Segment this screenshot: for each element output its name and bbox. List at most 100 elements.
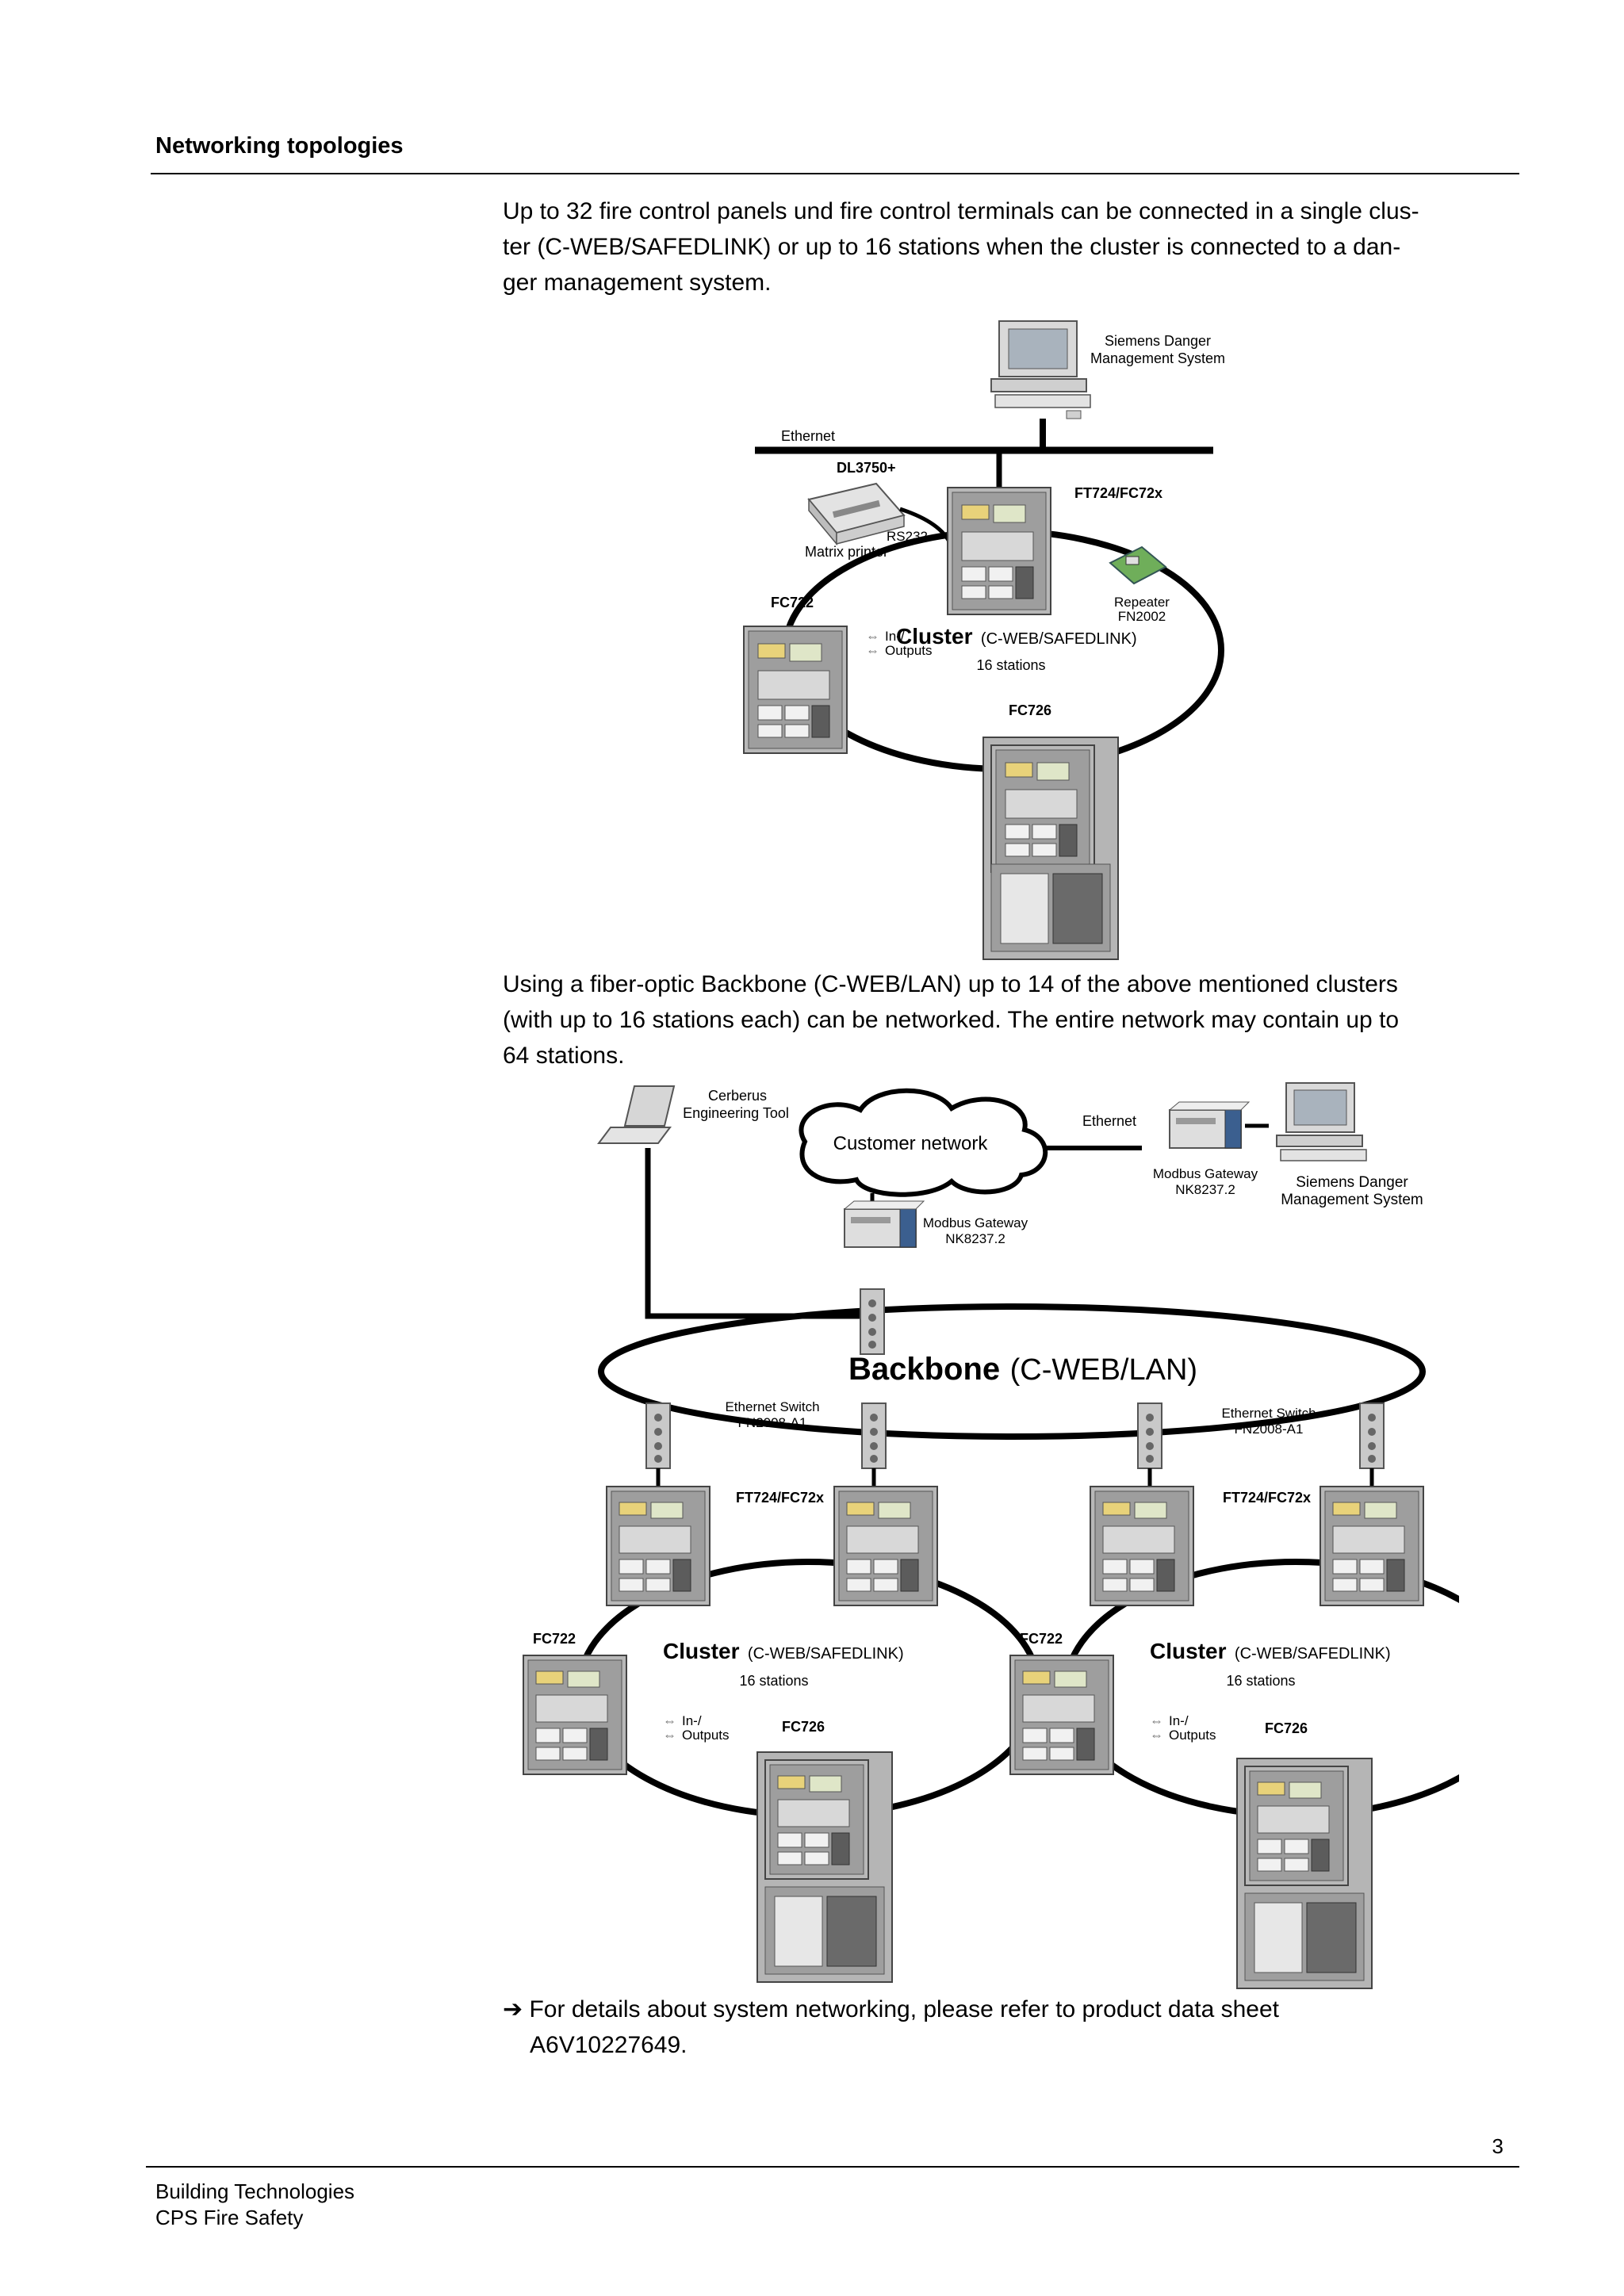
datasheet-reference: A6V10227649. — [530, 2032, 688, 2058]
ft724-panel — [606, 1486, 710, 1606]
io-label: Outputs — [1169, 1728, 1216, 1743]
io-label: Outputs — [885, 643, 933, 658]
io-arrows-icon: ⇔ — [1150, 1713, 1163, 1728]
footer: Building Technologies CPS Fire Safety — [155, 2179, 354, 2231]
ethernet-label: Ethernet — [1082, 1113, 1136, 1129]
footer-line: CPS Fire Safety — [155, 2206, 304, 2229]
cluster-sub: (C-WEB/SAFEDLINK) — [1235, 1645, 1391, 1663]
backbone-ring — [598, 1303, 1426, 1440]
cluster-bold: Cluster — [896, 624, 973, 649]
dms-label: Siemens Danger — [1296, 1174, 1408, 1191]
switch-label: Ethernet Switch — [725, 1399, 819, 1414]
ft724-panel — [947, 487, 1051, 615]
heading-rule — [151, 173, 1519, 174]
ethernet-label: Ethernet — [781, 428, 835, 444]
fc722-label: FC722 — [533, 1631, 576, 1647]
gateway-label: Modbus Gateway — [1153, 1166, 1258, 1181]
repeater-model-label: FN2002 — [1118, 609, 1166, 624]
repeater-label: Repeater — [1114, 595, 1170, 610]
io-arrows-icon: ⇔ — [866, 629, 879, 644]
printer-icon — [807, 482, 906, 546]
intro-line: ter (C-WEB/SAFEDLINK) or up to 16 statio… — [503, 234, 1401, 260]
tool-label: Cerberus — [708, 1088, 767, 1104]
cluster-label: Cluster (C-WEB/SAFEDLINK) — [663, 1639, 904, 1663]
switch-label: Ethernet Switch — [1221, 1406, 1316, 1421]
cluster-label: Cluster (C-WEB/SAFEDLINK) — [896, 624, 1137, 649]
middle-line: (with up to 16 stations each) can be net… — [503, 1007, 1400, 1033]
dms-label: Management System — [1090, 350, 1225, 366]
printer-label: Matrix printer — [805, 544, 888, 560]
fc726-panel — [982, 737, 1119, 960]
fc726-panel — [1237, 1758, 1372, 1988]
io-arrows-icon: ⇔ — [663, 1728, 676, 1743]
footer-rule — [146, 2166, 1519, 2168]
ethernet-switch — [1359, 1402, 1385, 1469]
laptop-icon — [597, 1085, 676, 1144]
computer-icon — [990, 320, 1091, 419]
intro-line: ger management system. — [503, 270, 772, 296]
fc722-panel — [523, 1655, 627, 1775]
io-arrows-icon: ⇔ — [866, 643, 879, 658]
dms-label: Management System — [1281, 1192, 1423, 1208]
ethernet-switch — [1137, 1402, 1162, 1469]
arrow-icon: ➔ — [503, 1996, 523, 2022]
io-label: In-/ — [682, 1713, 702, 1728]
stations-label: 16 stations — [1226, 1673, 1295, 1689]
modbus-gateway-center — [844, 1200, 925, 1248]
fc722-label: FC722 — [1020, 1631, 1063, 1647]
gateway-model-label: NK8237.2 — [945, 1231, 1005, 1246]
rs232-label: RS232 — [887, 529, 928, 544]
cluster-label: Cluster (C-WEB/SAFEDLINK) — [1150, 1639, 1391, 1663]
stations-label: 16 stations — [976, 657, 1045, 673]
middle-line: Using a fiber-optic Backbone (C-WEB/LAN)… — [503, 971, 1398, 997]
terminal-label: FT724/FC72x — [736, 1490, 824, 1506]
io-label: In-/ — [885, 629, 905, 644]
modbus-gateway-right — [1169, 1101, 1250, 1149]
io-arrows-icon: ⇔ — [663, 1713, 676, 1728]
intro-paragraph: Up to 32 fire control panels und fire co… — [503, 193, 1502, 300]
repeater-icon — [1109, 545, 1167, 585]
switch-model-label: FN2008-A1 — [1235, 1422, 1304, 1437]
gateway-label: Modbus Gateway — [923, 1215, 1028, 1230]
fc726-label: FC726 — [1265, 1720, 1308, 1736]
ft724-panel — [833, 1486, 938, 1606]
dms-label: Siemens Danger — [1105, 333, 1211, 349]
printer-model-label: DL3750+ — [837, 460, 896, 476]
stations-label: 16 stations — [739, 1673, 808, 1689]
backbone-sub: (C-WEB/LAN) — [1010, 1353, 1197, 1387]
cluster-sub: (C-WEB/SAFEDLINK) — [748, 1645, 904, 1663]
io-arrows-icon: ⇔ — [1150, 1728, 1163, 1743]
ft724-panel — [1090, 1486, 1194, 1606]
fc722-panel — [743, 626, 848, 754]
cluster-bold: Cluster — [663, 1639, 740, 1663]
io-label: Outputs — [682, 1728, 730, 1743]
ethernet-switch — [645, 1402, 671, 1469]
terminal-label: FT724/FC72x — [1223, 1490, 1311, 1506]
gateway-model-label: NK8237.2 — [1175, 1182, 1235, 1197]
computer-icon — [1276, 1082, 1367, 1161]
backbone-switch — [860, 1288, 885, 1355]
fc722-panel — [1009, 1655, 1114, 1775]
customer-network-label: Customer network — [833, 1133, 989, 1154]
reference-note: ➔ For details about system networking, p… — [503, 1992, 1279, 2063]
reference-line: For details about system networking, ple… — [529, 1996, 1279, 2022]
cluster-bold: Cluster — [1150, 1639, 1227, 1663]
backbone-bold: Backbone — [848, 1352, 1000, 1387]
fc726-label: FC726 — [782, 1719, 825, 1735]
section-heading: Networking topologies — [155, 133, 404, 159]
ethernet-switch — [861, 1402, 887, 1469]
cluster-sub: (C-WEB/SAFEDLINK) — [981, 630, 1137, 648]
ft724-panel — [1320, 1486, 1424, 1606]
backbone-paragraph: Using a fiber-optic Backbone (C-WEB/LAN)… — [503, 966, 1502, 1073]
middle-line: 64 stations. — [503, 1043, 625, 1069]
fc726-label: FC726 — [1009, 702, 1051, 718]
switch-model-label: FN2008-A1 — [738, 1415, 807, 1430]
cluster-topology-diagram: Siemens Danger Management System Etherne… — [743, 320, 1225, 960]
page-number: 3 — [1492, 2134, 1503, 2158]
fc726-panel — [757, 1752, 892, 1982]
fc722-label: FC722 — [771, 595, 814, 610]
tool-label: Engineering Tool — [683, 1105, 789, 1121]
backbone-label: Backbone (C-WEB/LAN) — [848, 1352, 1197, 1387]
backbone-topology-diagram: Cerberus Engineering Tool Customer netwo… — [523, 1082, 1459, 1990]
footer-line: Building Technologies — [155, 2179, 355, 2203]
